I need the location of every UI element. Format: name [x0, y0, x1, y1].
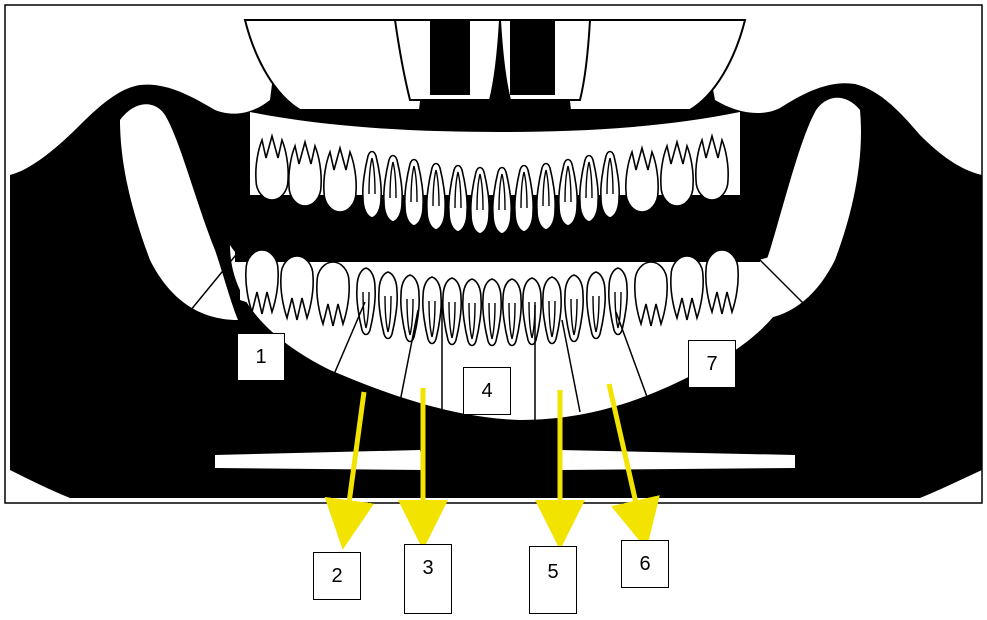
label-text-3: 3 [422, 557, 433, 580]
label-text-2: 2 [331, 565, 342, 588]
nasal-cavity-right [510, 20, 555, 95]
label-box-2: 2 [313, 552, 361, 600]
label-box-6: 6 [621, 540, 669, 588]
label-text-4: 4 [481, 380, 492, 403]
label-text-5: 5 [547, 561, 558, 584]
label-box-7: 7 [688, 340, 736, 388]
label-box-4: 4 [463, 367, 511, 415]
label-box-5: 5 [529, 546, 577, 614]
label-text-1: 1 [255, 346, 266, 369]
label-text-7: 7 [706, 353, 717, 376]
label-box-3: 3 [404, 544, 452, 614]
nasal-cavity-left [430, 20, 470, 95]
label-box-1: 1 [237, 333, 285, 381]
label-text-6: 6 [639, 553, 650, 576]
